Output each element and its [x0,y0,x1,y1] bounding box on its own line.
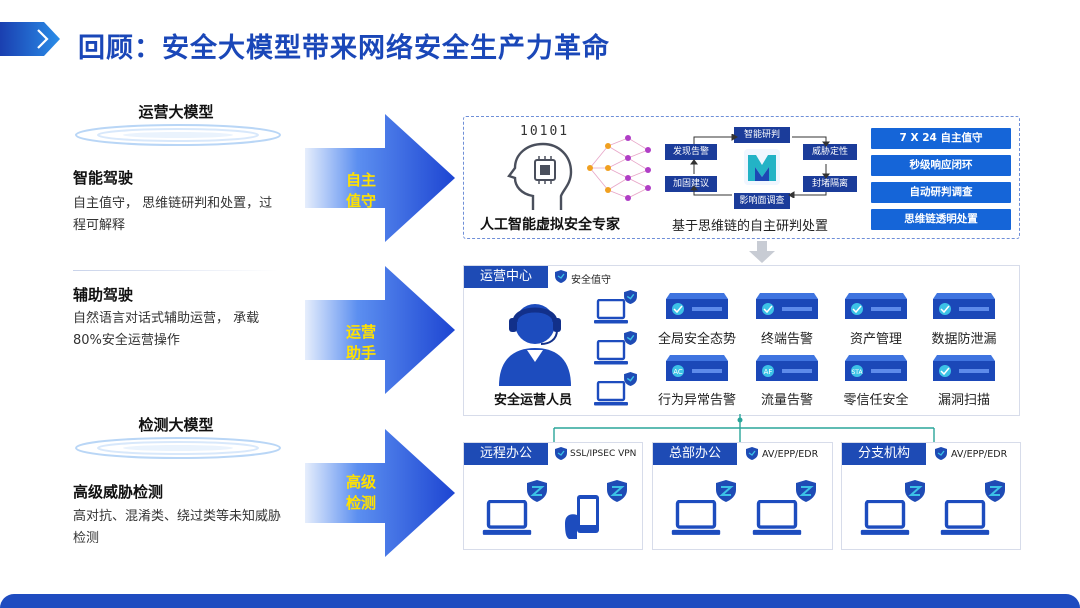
ops-person-caption: 安全运营人员 [494,393,573,408]
ops-model-title: 运营大模型 [138,103,214,121]
shield-icon [555,270,567,283]
operator-avatar-icon [499,304,571,386]
shield-z-icon [905,480,925,502]
guard-label: 安全值守 [571,275,611,286]
laptop-icon [940,500,990,535]
item-head-assist-drive: 辅助驾驶 [73,286,134,304]
arrow-label-assistant: 运营 助手 [345,323,376,362]
shield-z-icon [716,480,736,502]
shield-icon [624,331,637,345]
device-label-vuln-scan: 漏洞扫描 [937,393,990,408]
security-appliance-icon [933,355,995,381]
shield-z-icon [527,480,547,502]
security-appliance-icon: AC [666,355,728,381]
laptop-icon [594,381,628,406]
divider [73,270,278,271]
tag-vpn: SSL/IPSEC VPN [570,449,637,459]
device-label-traffic-alert: 流量告警 [760,393,813,408]
arrow-right-icon [305,429,455,557]
tag-transparent-handle: 思维链透明处置 [871,209,1011,230]
laptop-icon [752,500,802,535]
device-label-asset-mgmt: 资产管理 [849,332,902,347]
tag-second-response: 秒级响应闭环 [871,155,1011,176]
tag-auto-investigate: 自动研判调查 [871,182,1011,203]
flow-arrows [690,134,830,198]
item-desc-advanced-detect: 高对抗、混淆类、绕过类等未知威胁检测 [73,509,282,546]
ai-head-icon [507,142,573,210]
item-head-smart-drive: 智能驾驶 [73,169,134,187]
header-chevron-icon [0,22,60,56]
tag-24x7: 7 X 24 自主值守 [871,128,1011,149]
device-label-global-posture: 全局安全态势 [657,332,736,347]
item-desc-assist-drive: 自然语言对话式辅助运营， 承载80%安全运营操作 [73,311,260,348]
shield-z-icon [796,480,816,502]
shield-icon [935,447,947,460]
mobile-hand-icon [565,495,599,539]
flow-step-hardening: 加固建议 [665,176,717,192]
security-appliance-icon [666,293,728,319]
shield-z-icon [985,480,1005,502]
glow-ring-icon [75,437,281,459]
device-badge-sta: STA [851,369,863,376]
security-appliance-icon [933,293,995,319]
laptop-icon [860,500,910,535]
detect-model-title: 检测大模型 [138,416,214,434]
device-badge-ac: AC [673,368,683,376]
tab-hq-office: 总部办公 [653,443,737,465]
security-appliance-icon: AF [756,355,818,381]
neural-network-icon [587,135,651,201]
flow-step-discover-alert: 发现告警 [665,144,717,160]
flow-step-block-isolate: 封堵隔离 [803,176,857,192]
shield-icon [555,447,567,460]
device-badge-af: AF [764,368,773,376]
shield-icon [624,372,637,386]
arrow-label-autonomous: 自主 值守 [345,171,376,210]
laptop-icon [671,500,721,535]
laptop-icon [594,299,628,324]
shield-icon [746,447,758,460]
arrow-right-icon [305,114,455,242]
left-column: 运营大模型 智能驾驶 自主值守， 思维链研判和处置，过程可解释 辅助驾驶 自然语… [0,0,300,608]
flow-step-threat-qualify: 威胁定性 [803,144,857,160]
page-title: 回顾：安全大模型带来网络安全生产力革命 [78,33,610,64]
security-appliance-icon [756,293,818,319]
shield-z-icon [607,480,627,502]
tab-remote-office: 远程办公 [464,443,548,465]
device-label-behavior-alert: 行为异常告警 [657,393,736,408]
binary-text: 10101 [520,124,570,139]
expert-caption: 人工智能虚拟安全专家 [480,217,620,233]
arrow-label-advanced-detect: 高级 检测 [345,473,376,512]
security-appliance-icon: STA [845,355,907,381]
laptop-icon [482,500,532,535]
tab-ops-center: 运营中心 [464,266,548,288]
device-label-endpoint-alert: 终端告警 [760,332,813,347]
tag-av-epp-edr: AV/EPP/EDR [951,449,1008,460]
shield-icon [624,290,637,304]
item-desc-smart-drive: 自主值守， 思维链研判和处置，过程可解释 [73,196,273,233]
laptop-icon [594,340,628,365]
security-appliance-icon [845,293,907,319]
connector-lines [553,414,935,444]
chain-caption: 基于思维链的自主研判处置 [672,219,829,234]
tab-branch-office: 分支机构 [842,443,926,465]
glow-ring-icon [75,124,281,146]
flow-step-smart-judge: 智能研判 [734,127,790,143]
logo-m-icon [744,149,780,185]
device-label-dlp: 数据防泄漏 [931,332,997,347]
tag-av-epp-edr: AV/EPP/EDR [762,449,819,460]
device-label-zero-trust: 零信任安全 [843,393,909,408]
item-head-advanced-detect: 高级威胁检测 [73,483,164,501]
arrow-down-icon [749,241,775,263]
autonomous-panel [463,116,1020,239]
bottom-band [0,594,1080,608]
flow-step-impact-investigate: 影响面调查 [734,193,790,209]
ops-center-panel [463,265,1020,416]
arrow-right-icon [305,266,455,394]
